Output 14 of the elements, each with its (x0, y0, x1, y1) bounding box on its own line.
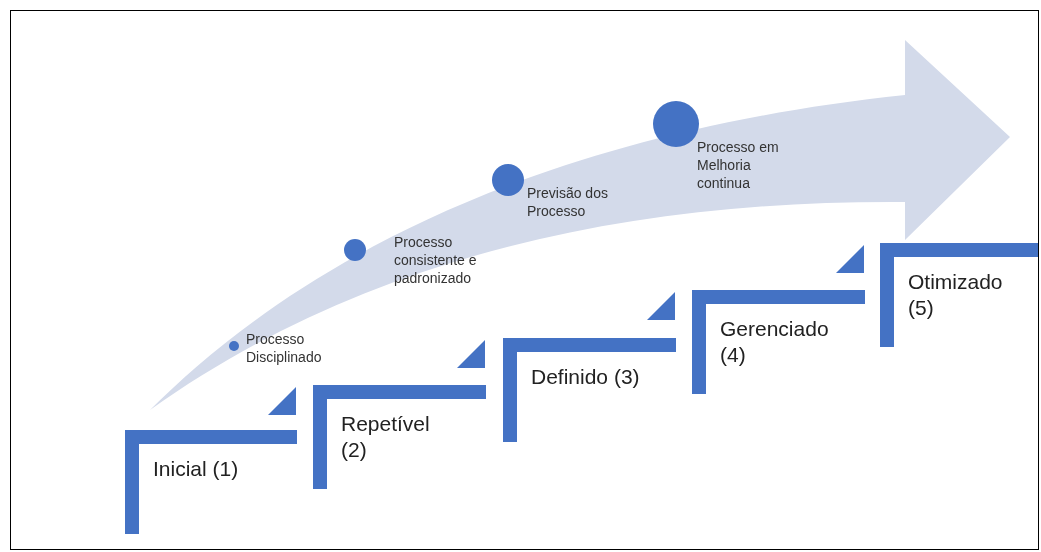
stage-description: Previsão dos Processo (527, 184, 609, 220)
step-bracket (692, 290, 865, 394)
stage-description: Processo consistente e padronizado (394, 233, 478, 287)
step-bracket (125, 430, 297, 534)
stage-description: Processo em Melhoria continua (697, 138, 780, 192)
step-bracket (880, 243, 1038, 347)
step-label: Definido (3) (531, 364, 641, 390)
step-bracket (313, 385, 486, 489)
step-label: Repetível (2) (341, 411, 431, 463)
step-label: Otimizado (5) (908, 269, 1004, 321)
step-label: Inicial (1) (153, 456, 240, 482)
step-label: Gerenciado (4) (720, 316, 830, 368)
stage-description: Processo Disciplinado (246, 330, 323, 366)
step-bracket (503, 338, 676, 442)
